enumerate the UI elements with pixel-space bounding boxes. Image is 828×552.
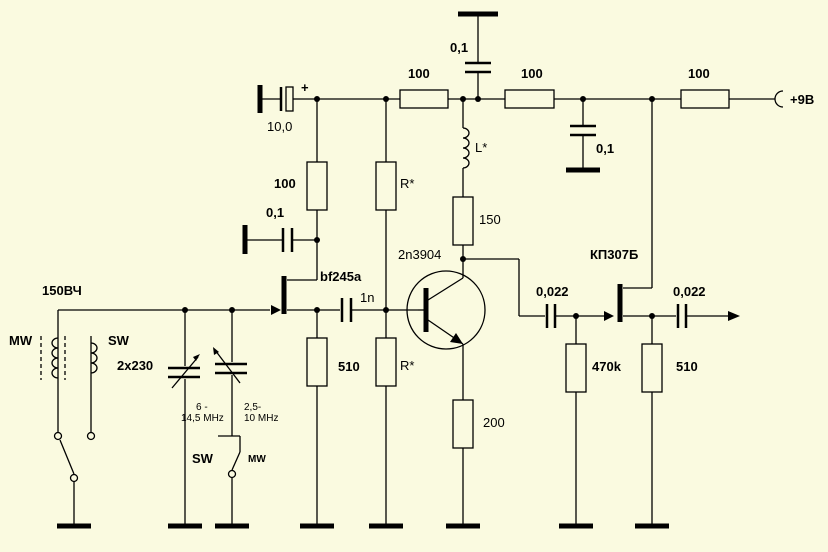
capacitor-rail-decoupling: 0,1 (566, 99, 614, 173)
supply-terminal: +9B (774, 90, 814, 108)
svg-text:0,1: 0,1 (596, 141, 614, 156)
bjt-transistor: 2n3904 (398, 247, 486, 350)
resistor-collector: 150 (452, 196, 520, 316)
svg-text:510: 510 (338, 359, 360, 374)
jfet-1: bf245a (271, 264, 362, 315)
svg-text:470k: 470k (592, 359, 622, 374)
svg-text:100: 100 (521, 66, 543, 81)
svg-text:+: + (301, 80, 309, 95)
resistor-rail-mid: 100 (504, 66, 555, 109)
svg-text:0,022: 0,022 (673, 284, 706, 299)
capacitor-drain-decoupling: 0,1 (242, 205, 317, 254)
svg-text:SW: SW (108, 333, 130, 348)
svg-text:2x230: 2x230 (117, 358, 153, 373)
svg-text:0,1: 0,1 (266, 205, 284, 220)
var-capacitor-sw: 2x230 6 - 14,5 MHz SW (117, 310, 224, 529)
band-switch (53, 431, 96, 529)
resistor-source-1: 510 (300, 310, 360, 529)
svg-text:10 MHz: 10 MHz (244, 413, 278, 424)
svg-text:2,5-: 2,5- (244, 402, 261, 413)
svg-text:MW: MW (248, 454, 266, 465)
svg-text:bf245a: bf245a (320, 269, 362, 284)
svg-text:200: 200 (483, 415, 505, 430)
svg-text:100: 100 (274, 176, 296, 191)
inductor-collector: L* (462, 99, 487, 197)
coil-mw: MW (9, 310, 66, 432)
resistor-bias-lower: R* (369, 310, 414, 529)
resistor-rail-left: 100 (399, 66, 449, 109)
supply-label: +9B (790, 92, 814, 107)
capacitor-coupling-2: 0,022 (519, 284, 614, 328)
svg-text:100: 100 (408, 66, 430, 81)
antenna-input: 150ВЧ (42, 283, 270, 313)
svg-text:0,022: 0,022 (536, 284, 569, 299)
svg-text:1n: 1n (360, 290, 374, 305)
resistor-emitter: 200 (446, 344, 505, 529)
var-capacitor-mw: 2,5- 10 MHz MW (213, 310, 278, 529)
coil-sw: SW (90, 333, 130, 432)
svg-text:2n3904: 2n3904 (398, 247, 441, 262)
resistor-gate-2: 470k (559, 316, 622, 529)
svg-text:14,5 MHz: 14,5 MHz (181, 413, 224, 424)
svg-text:0,1: 0,1 (450, 40, 468, 55)
svg-text:150: 150 (479, 212, 501, 227)
capacitor-electrolytic: + 10,0 (257, 80, 309, 134)
capacitor-top-decoupling: 0,1 (450, 11, 498, 99)
resistor-source-2: 510 (635, 316, 698, 529)
svg-text:510: 510 (676, 359, 698, 374)
svg-text:L*: L* (475, 140, 487, 155)
svg-text:SW: SW (192, 451, 214, 466)
svg-text:КП307Б: КП307Б (590, 247, 638, 262)
svg-text:R*: R* (400, 176, 414, 191)
resistor-bias-upper: R* (375, 99, 414, 310)
svg-text:10,0: 10,0 (267, 119, 292, 134)
svg-text:100: 100 (688, 66, 710, 81)
svg-text:6 -: 6 - (196, 402, 208, 413)
svg-text:150ВЧ: 150ВЧ (42, 283, 82, 298)
svg-text:MW: MW (9, 333, 33, 348)
resistor-rail-right: 100 (680, 66, 730, 109)
svg-text:R*: R* (400, 358, 414, 373)
capacitor-output: 0,022 (673, 284, 740, 328)
jfet-2: КП307Б (590, 99, 676, 322)
resistor-drain-1: 100 (274, 99, 328, 264)
